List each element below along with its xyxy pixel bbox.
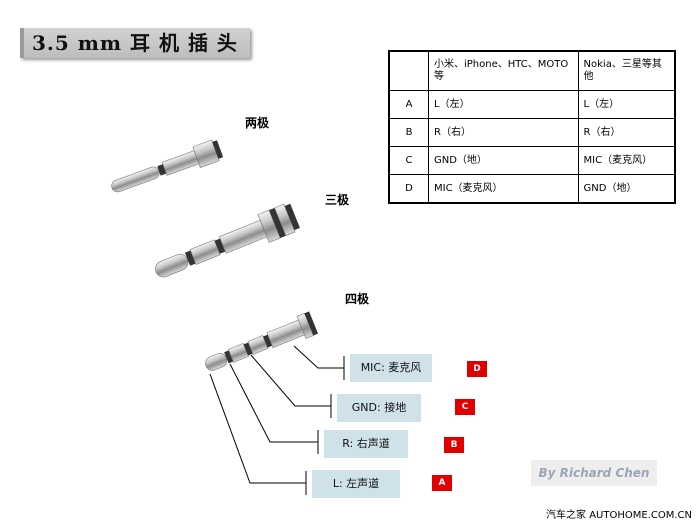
table-cell: R（右） <box>577 118 676 147</box>
table-cell-pin: D <box>388 174 429 204</box>
table-cell: MIC（麦克风） <box>428 174 579 204</box>
table-row: D MIC（麦克风） GND（地） <box>388 174 676 204</box>
pin-label-right: R: 右声道 <box>324 430 408 458</box>
table-cell: L（左） <box>428 90 579 119</box>
leader-lines <box>209 345 345 495</box>
table-row: B R（右） R（右） <box>388 118 676 147</box>
table-cell: R（右） <box>428 118 579 147</box>
pin-comparison-table: 小米、iPhone、HTC、MOTO等 Nokia、三星等其他 A L（左） L… <box>388 50 676 204</box>
two-pole-plug-image <box>111 139 224 193</box>
pin-tag-b: B <box>444 437 464 453</box>
table-cell: MIC（麦克风） <box>577 146 676 175</box>
four-pole-label: 四极 <box>345 292 370 306</box>
table-cell: GND（地） <box>577 174 676 204</box>
table-cell-pin: B <box>388 118 429 147</box>
pin-label-left: L: 左声道 <box>312 470 400 498</box>
three-pole-plug-image <box>155 203 300 278</box>
pin-tag-d: D <box>467 361 487 377</box>
page-title: 3.5 mm 耳 机 插 头 <box>20 28 250 58</box>
three-pole-label: 三极 <box>325 193 350 207</box>
pin-label-mic: MIC: 麦克风 <box>350 354 432 382</box>
table-header-cell: Nokia、三星等其他 <box>577 50 676 91</box>
pin-tag-a: A <box>432 475 452 491</box>
pin-tag-c: C <box>455 399 475 415</box>
pin-label-gnd: GND: 接地 <box>337 394 421 422</box>
table-row: C GND（地） MIC（麦克风） <box>388 146 676 175</box>
two-pole-label: 两极 <box>245 116 270 130</box>
four-pole-plug-image <box>205 311 319 371</box>
table-header-row: 小米、iPhone、HTC、MOTO等 Nokia、三星等其他 <box>388 50 676 91</box>
site-watermark: 汽车之家 AUTOHOME.COM.CN <box>546 510 692 521</box>
author-credit: By Richard Chen <box>531 460 657 486</box>
table-cell: GND（地） <box>428 146 579 175</box>
